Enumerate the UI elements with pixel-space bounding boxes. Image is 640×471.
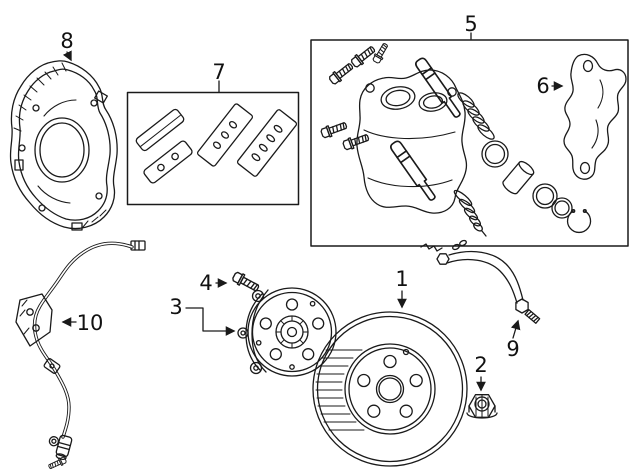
callout-1[interactable]: 1 xyxy=(395,267,408,291)
callout-3-leader xyxy=(185,307,236,336)
callout-6[interactable]: 6 xyxy=(536,74,549,98)
part-caliper-assembly-drawing[interactable] xyxy=(319,41,592,237)
part-disc-rotor-drawing[interactable] xyxy=(312,311,468,467)
caliper-group-box xyxy=(310,39,629,247)
callout-3[interactable]: 3 xyxy=(169,295,182,319)
part-caliper-bracket-drawing[interactable] xyxy=(563,53,627,180)
callout-8-leader xyxy=(62,50,72,62)
callout-8[interactable]: 8 xyxy=(60,29,73,53)
callout-4[interactable]: 4 xyxy=(199,271,212,295)
callout-9-leader xyxy=(510,319,521,339)
callout-labels: 1 2 3 4 5 6 7 8 9 10 xyxy=(60,12,549,377)
callout-9[interactable]: 9 xyxy=(506,337,519,361)
callout-5[interactable]: 5 xyxy=(464,12,477,36)
callout-10[interactable]: 10 xyxy=(77,311,104,335)
part-hub-bolt-drawing[interactable] xyxy=(230,270,262,295)
part-lock-nut-drawing[interactable] xyxy=(466,394,498,419)
part-speed-sensor-wire-drawing[interactable] xyxy=(15,240,146,471)
part-splash-shield-drawing[interactable] xyxy=(9,60,118,231)
pad-kit-group-box xyxy=(126,91,300,206)
callout-2[interactable]: 2 xyxy=(474,353,487,377)
part-brake-pads-drawing[interactable] xyxy=(135,103,298,184)
part-hub-bearing-drawing[interactable] xyxy=(237,287,337,377)
part-brake-hose-drawing[interactable] xyxy=(420,239,541,324)
callout-7[interactable]: 7 xyxy=(212,60,225,84)
